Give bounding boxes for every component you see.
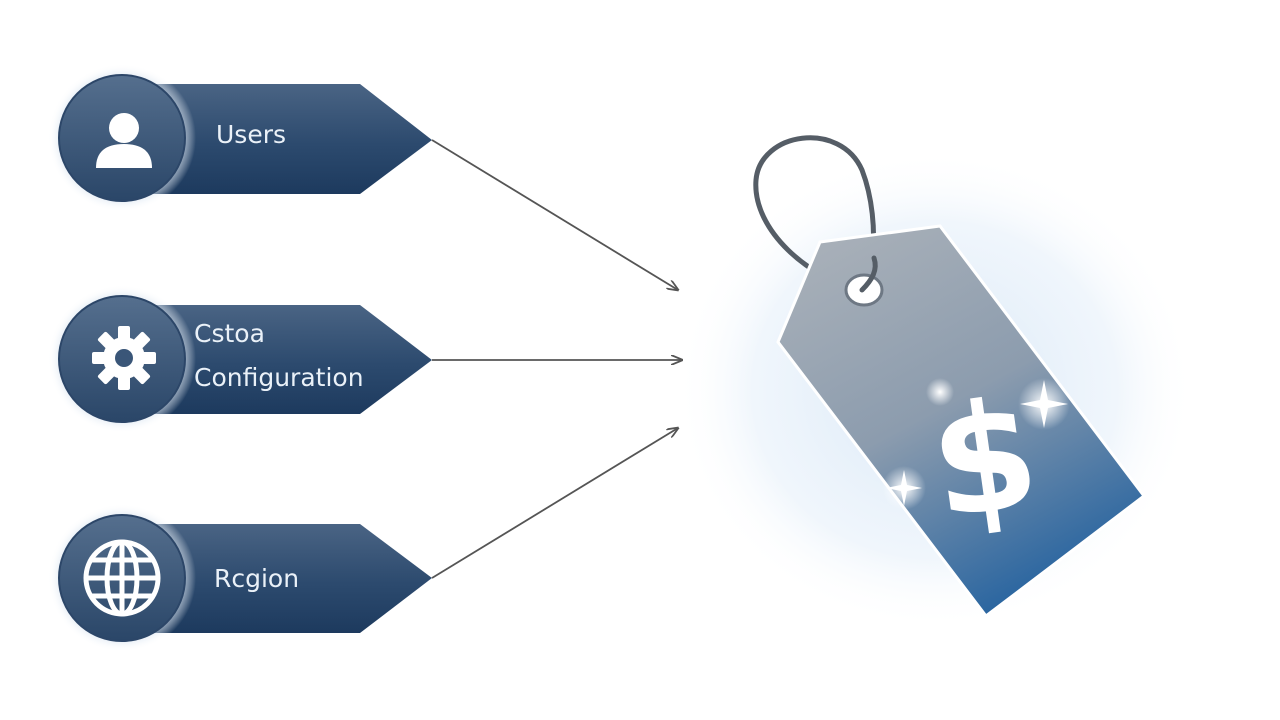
factor-label: Users — [216, 120, 286, 149]
factor-label: Rcgion — [214, 564, 299, 593]
factor-label-top: Cstoa — [194, 319, 265, 348]
arrow-users — [431, 139, 678, 290]
price-tag-icon: $ — [753, 135, 1147, 619]
factor-configuration: Cstoa Configuration — [48, 285, 432, 433]
factor-banner — [150, 84, 432, 194]
factor-label: Configuration — [194, 363, 364, 392]
user-icon — [96, 113, 152, 168]
tag-string — [753, 135, 876, 293]
tag-body — [776, 224, 1147, 619]
factor-banner — [150, 305, 432, 414]
dollar-symbol: $ — [921, 367, 1049, 554]
arrow-region — [431, 428, 678, 579]
arrows — [431, 139, 682, 579]
factor-banner — [150, 524, 432, 633]
gear-icon — [92, 326, 156, 390]
sparkle — [882, 378, 1070, 510]
globe-icon — [83, 539, 161, 617]
factor-region: Rcgion — [48, 504, 432, 652]
factor-users: Users — [48, 64, 432, 212]
